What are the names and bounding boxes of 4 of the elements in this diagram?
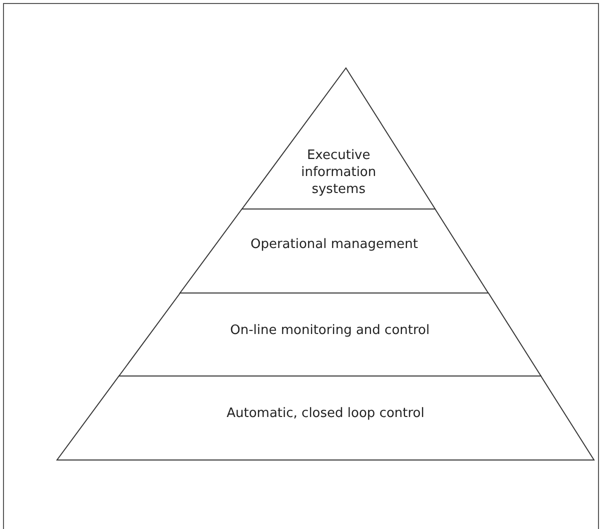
layer-label: Executive information systems	[300, 148, 378, 199]
layer-label: Operational management	[249, 237, 419, 254]
layer-label: Automatic, closed loop control	[226, 406, 426, 423]
layer-label: On-line monitoring and control	[229, 323, 431, 340]
